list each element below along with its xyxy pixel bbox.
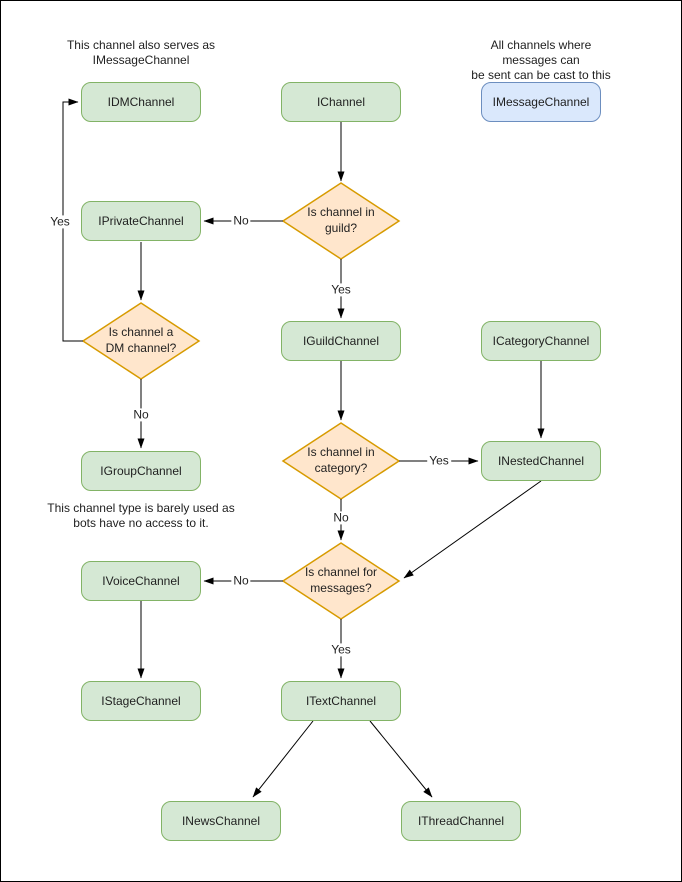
node-label: IPrivateChannel [98,214,184,228]
node-label: IMessageChannel [492,95,590,109]
node-icategorychannel: ICategoryChannel [481,321,601,361]
edge-label-category-yes: Yes [427,453,451,468]
note-group-barely-used: This channel type is barely used as bots… [47,501,235,530]
edge-inestedchannel-to-messages-decision [403,480,542,579]
node-label: INewsChannel [181,814,261,828]
node-ithreadchannel: IThreadChannel [401,801,521,841]
node-label: IGuildChannel [302,334,380,348]
edge-label-dm-no: No [131,407,151,422]
node-label: IChannel [316,95,366,109]
node-iprivatechannel: IPrivateChannel [81,201,201,241]
node-label: ICategoryChannel [492,334,590,348]
node-label: IVoiceChannel [102,574,180,588]
node-label: IStageChannel [101,694,181,708]
edge-label-messages-yes: Yes [329,642,353,657]
edge-label-messages-no: No [231,573,251,588]
edge-itextchannel-to-ithreadchannel [369,720,433,798]
edge-label-category-no: No [331,510,351,525]
node-ivoicechannel: IVoiceChannel [81,561,201,601]
node-label: INestedChannel [497,454,585,468]
edge-label-guild-yes: Yes [329,282,353,297]
node-label: IThreadChannel [417,814,505,828]
decision-for-messages-label: Is channel for messages? [304,565,378,595]
node-label: IDMChannel [107,95,175,109]
edge-label-dm-yes: Yes [48,214,72,229]
node-iguildchannel: IGuildChannel [281,321,401,361]
edge-label-guild-no: No [231,213,251,228]
node-inewschannel: INewsChannel [161,801,281,841]
decision-in-guild-label: Is channel in guild? [307,205,375,235]
node-istagechannel: IStageChannel [81,681,201,721]
node-label: ITextChannel [305,694,377,708]
node-idmchannel: IDMChannel [81,82,201,122]
node-igroupchannel: IGroupChannel [81,451,201,491]
decision-in-category-label: Is channel in category? [307,445,375,475]
decision-is-dm-label: Is channel a DM channel? [105,325,177,355]
node-imessagechannel: IMessageChannel [481,82,601,122]
node-inestedchannel: INestedChannel [481,441,601,481]
node-label: IGroupChannel [100,464,182,478]
node-itextchannel: ITextChannel [281,681,401,721]
note-dm-serves: This channel also serves as IMessageChan… [66,38,216,67]
node-ichannel: IChannel [281,82,401,122]
edge-itextchannel-to-inewschannel [252,720,314,798]
